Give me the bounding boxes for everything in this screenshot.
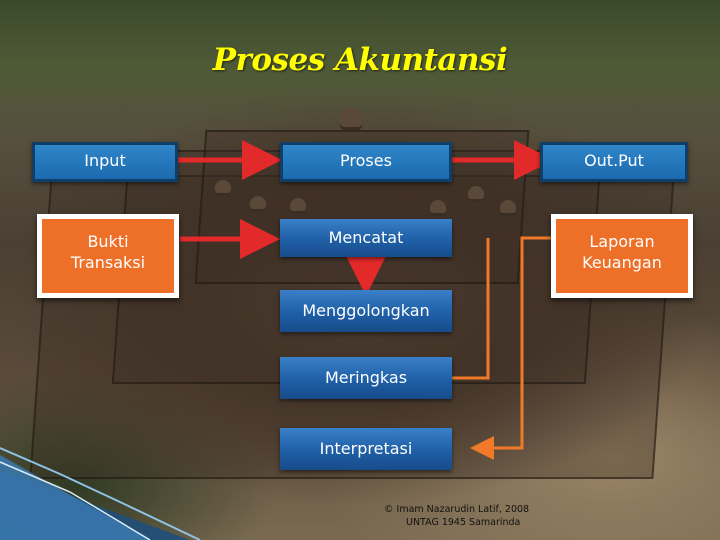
stupa-shape (250, 196, 266, 212)
stupa-shape (215, 180, 231, 196)
step-menggolongkan-label: Menggolongkan (302, 301, 430, 320)
step-interpretasi-label: Interpretasi (319, 439, 413, 458)
stupa-shape (290, 198, 306, 214)
proses-box: Proses (280, 142, 452, 182)
footer-line1: © Imam Nazarudin Latif, 2008 (384, 504, 530, 515)
footer-credit: © Imam Nazarudin Latif, 2008 UNTAG 1945 … (384, 503, 529, 529)
step-mencatat: Mencatat (280, 219, 452, 257)
bukti-transaksi-card: Bukti Transaksi (37, 214, 179, 298)
stupa-shape (468, 186, 484, 202)
bukti-transaksi-line1: Bukti (87, 232, 129, 251)
stupa-shape (430, 200, 446, 216)
step-menggolongkan: Menggolongkan (280, 290, 452, 332)
step-interpretasi: Interpretasi (280, 428, 452, 470)
laporan-keuangan-line1: Laporan (589, 232, 655, 251)
proses-label: Proses (340, 151, 392, 170)
output-box: Out.Put (540, 142, 688, 182)
laporan-keuangan-line2: Keuangan (582, 253, 662, 272)
laporan-keuangan-card: Laporan Keuangan (551, 214, 693, 298)
connector-right-vertical (452, 238, 490, 380)
step-meringkas-label: Meringkas (324, 368, 408, 387)
stupa-shape (340, 108, 362, 130)
output-label: Out.Put (584, 151, 644, 170)
step-meringkas: Meringkas (280, 357, 452, 399)
stupa-shape (500, 200, 516, 216)
input-box: Input (32, 142, 178, 182)
input-label: Input (84, 151, 126, 170)
connector-laporan-to-interpretasi (470, 236, 556, 460)
footer-line2: UNTAG 1945 Samarinda (406, 517, 521, 528)
bukti-transaksi-line2: Transaksi (70, 253, 146, 272)
page-title: Proses Akuntansi (212, 42, 508, 78)
step-mencatat-label: Mencatat (328, 228, 404, 247)
